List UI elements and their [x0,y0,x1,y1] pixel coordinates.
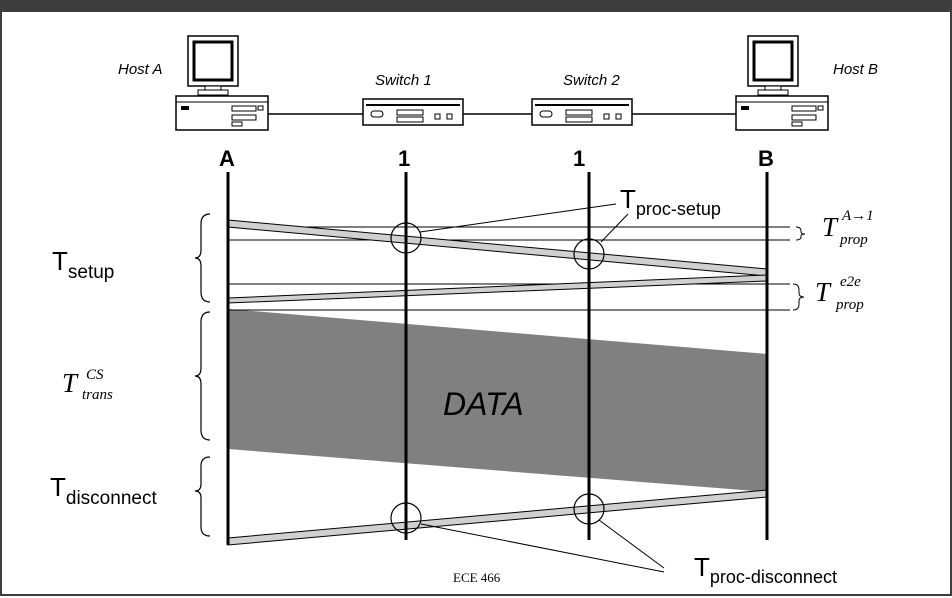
disconnect-signal [227,489,768,546]
t-proc-setup-label: Tproc-setup [620,184,721,219]
switch-1-icon [362,98,464,126]
switch-1-label: Switch 1 [375,72,432,89]
t-prop-a1-label: T [822,212,839,242]
reference-lines [228,226,790,311]
data-label: DATA [443,386,524,422]
host-b-label: Host B [833,61,878,78]
node-switch2-label: 1 [573,146,585,171]
t-prop-e2e-label: T [815,277,832,307]
switch-2-icon [531,98,633,126]
data-transfer-band [228,309,767,492]
t-prop-e2e-sub: prop [835,297,864,313]
proc-disconnect-leaders [420,519,665,573]
t-trans-label: T [62,368,79,398]
t-trans-sub: trans [82,387,113,403]
node-b-label: B [758,146,774,171]
left-braces [194,213,211,537]
node-timelines [226,172,769,545]
host-a-label: Host A [118,61,162,78]
top-bar [0,0,952,12]
node-switch1-label: 1 [398,146,410,171]
t-prop-a1-sup: A→1 [841,208,874,224]
t-setup-label: Tsetup [52,246,114,283]
switch-2-label: Switch 2 [563,72,620,89]
setup-request-signal [227,219,768,277]
t-trans-sup: CS [86,367,104,383]
processing-circles [390,222,605,534]
slide-frame [0,12,952,596]
prop-a1-brace [795,226,806,241]
t-prop-e2e-sup: e2e [840,274,861,290]
node-a-label: A [219,146,235,171]
host-a-computer-icon [174,34,270,132]
prop-e2e-brace [792,283,805,311]
proc-setup-leaders [419,203,629,243]
t-proc-disconnect-label: Tproc-disconnect [694,552,837,587]
t-prop-a1-sub: prop [839,232,868,248]
host-b-computer-icon [734,34,830,132]
footer-label: ECE 466 [453,570,501,585]
t-disconnect-label: Tdisconnect [50,472,157,509]
setup-ack-signal [227,274,768,304]
